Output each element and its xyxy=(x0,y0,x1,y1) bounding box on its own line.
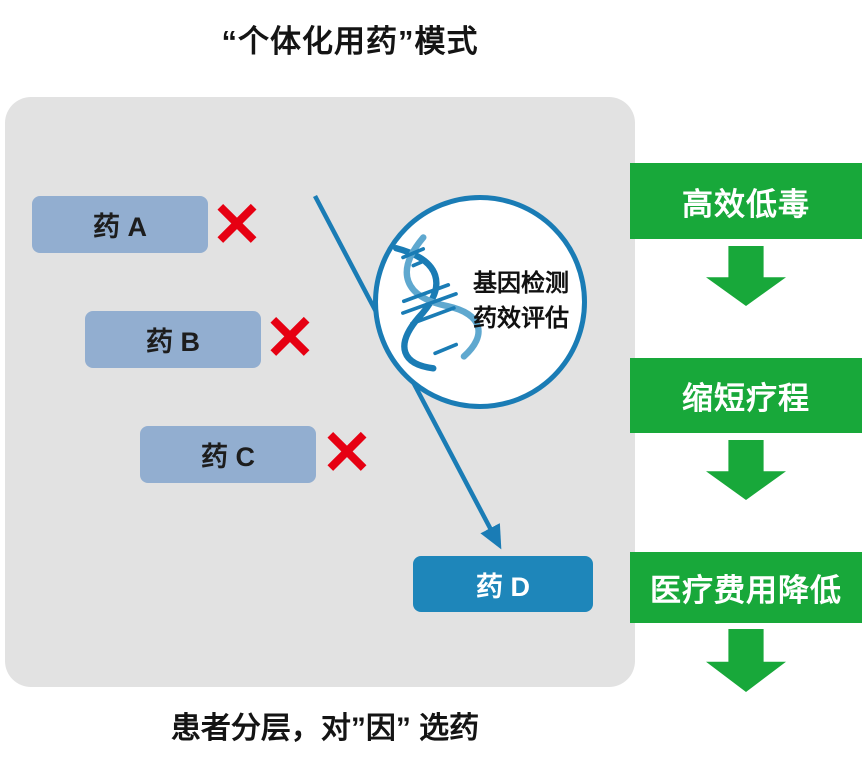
gene-test-line1: 基因检测 xyxy=(473,270,569,298)
down-arrow-icon xyxy=(706,440,786,500)
drug-c-label: 药 C xyxy=(201,442,255,472)
benefit-box-3: 医疗费用降低 xyxy=(630,552,862,623)
drug-d-label: 药 D xyxy=(476,571,530,602)
down-arrow-icon xyxy=(706,629,786,692)
gene-test-line2: 药效评估 xyxy=(473,305,569,332)
page-title: “个体化用药”模式 xyxy=(221,24,479,59)
benefit-box-2: 缩短疗程 xyxy=(630,358,862,433)
benefit-label-3: 医疗费用降低 xyxy=(650,573,842,608)
benefit-label-1: 高效低毒 xyxy=(682,186,810,222)
benefit-box-1: 高效低毒 xyxy=(630,163,862,239)
benefit-label-2: 缩短疗程 xyxy=(682,381,810,416)
drug-b-label: 药 B xyxy=(146,327,200,357)
drug-a-box: 药 A xyxy=(32,196,208,253)
gene-test-text: 基因检测 药效评估 xyxy=(473,267,569,337)
down-arrow-icon xyxy=(706,246,786,306)
dna-helix-icon xyxy=(392,234,482,372)
caption-text: 患者分层，对”因” 选药 xyxy=(170,712,480,745)
drug-selection-panel: 药 A 药 B 药 C ✕ ✕ ✕ xyxy=(5,97,635,687)
drug-b-box: 药 B xyxy=(85,311,261,368)
drug-a-label: 药 A xyxy=(93,212,147,242)
reject-x-icon: ✕ xyxy=(264,304,316,373)
reject-x-icon: ✕ xyxy=(321,419,373,488)
drug-d-box: 药 D xyxy=(413,556,593,612)
gene-test-circle: 基因检测 药效评估 xyxy=(373,195,587,409)
reject-x-icon: ✕ xyxy=(211,191,263,260)
drug-c-box: 药 C xyxy=(140,426,316,483)
